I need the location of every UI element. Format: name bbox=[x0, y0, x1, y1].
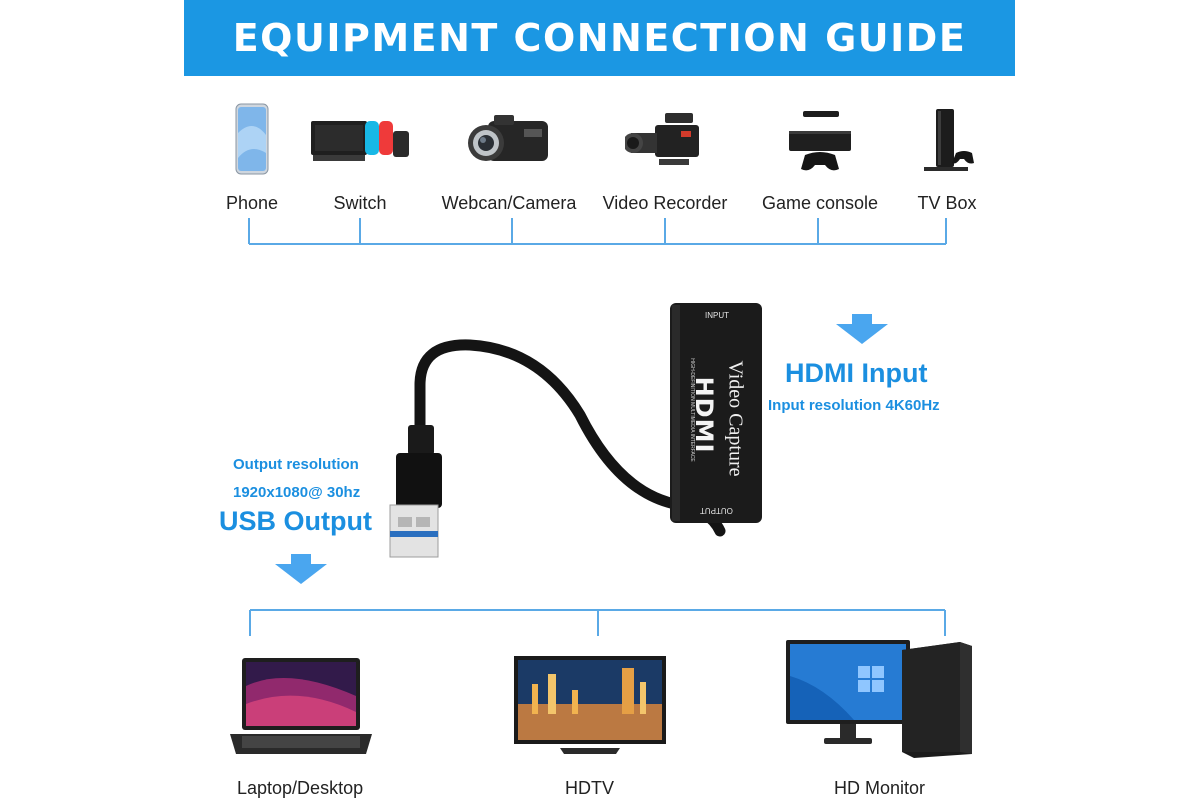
source-label: Switch bbox=[333, 193, 387, 213]
source-label: Game console bbox=[761, 193, 879, 213]
tv-icon bbox=[514, 656, 666, 754]
tv-box-icon bbox=[924, 109, 974, 171]
camcorder-icon bbox=[468, 115, 548, 161]
guide-title: EQUIPMENT CONNECTION GUIDE bbox=[232, 16, 967, 60]
desktop-monitor-icon bbox=[786, 640, 972, 758]
device-branding: Video Capture bbox=[718, 343, 747, 493]
device-name: Video Capture bbox=[724, 360, 747, 477]
source-label: Video Recorder bbox=[602, 193, 728, 213]
game-switch-icon bbox=[311, 121, 409, 161]
header-banner: EQUIPMENT CONNECTION GUIDE bbox=[184, 0, 1015, 76]
source-video-recorder: Video Recorder bbox=[603, 103, 727, 213]
source-camera: Webcan/Camera bbox=[442, 103, 576, 213]
game-console-icon bbox=[789, 111, 851, 171]
hdmi-fine-print: HIGH-DEFINITION MULTIMEDIA INTERFACE bbox=[689, 358, 695, 462]
usb-output-title: USB Output bbox=[219, 506, 372, 536]
laptop-icon bbox=[230, 658, 372, 754]
phone-icon bbox=[235, 103, 269, 175]
hdmi-input-arrow-icon bbox=[836, 314, 888, 344]
cinema-camera-icon bbox=[625, 113, 699, 165]
hdmi-input-title: HDMI Input bbox=[785, 358, 928, 388]
usb-output-arrow-icon bbox=[275, 554, 327, 584]
output-port-label: OUTPUT bbox=[700, 506, 733, 515]
target-label: HD Monitor bbox=[834, 778, 926, 798]
source-tv-box: TV Box bbox=[916, 103, 978, 213]
usb-output-resolution-value: 1920x1080@ 30hz bbox=[233, 484, 361, 501]
target-label: HDTV bbox=[565, 778, 614, 798]
source-label: Phone bbox=[225, 193, 279, 213]
source-label: TV Box bbox=[917, 193, 977, 213]
capture-device bbox=[389, 303, 762, 558]
source-switch: Switch bbox=[309, 103, 411, 213]
target-label: Laptop/Desktop bbox=[237, 778, 364, 798]
hdmi-input-resolution: Input resolution 4K60Hz bbox=[768, 397, 940, 414]
source-label: Webcan/Camera bbox=[441, 193, 577, 213]
usb-output-resolution-label: Output resolution bbox=[233, 456, 359, 473]
source-game-console: Game console bbox=[762, 103, 878, 213]
source-phone: Phone bbox=[225, 103, 279, 213]
input-port-label: INPUT bbox=[705, 311, 729, 320]
